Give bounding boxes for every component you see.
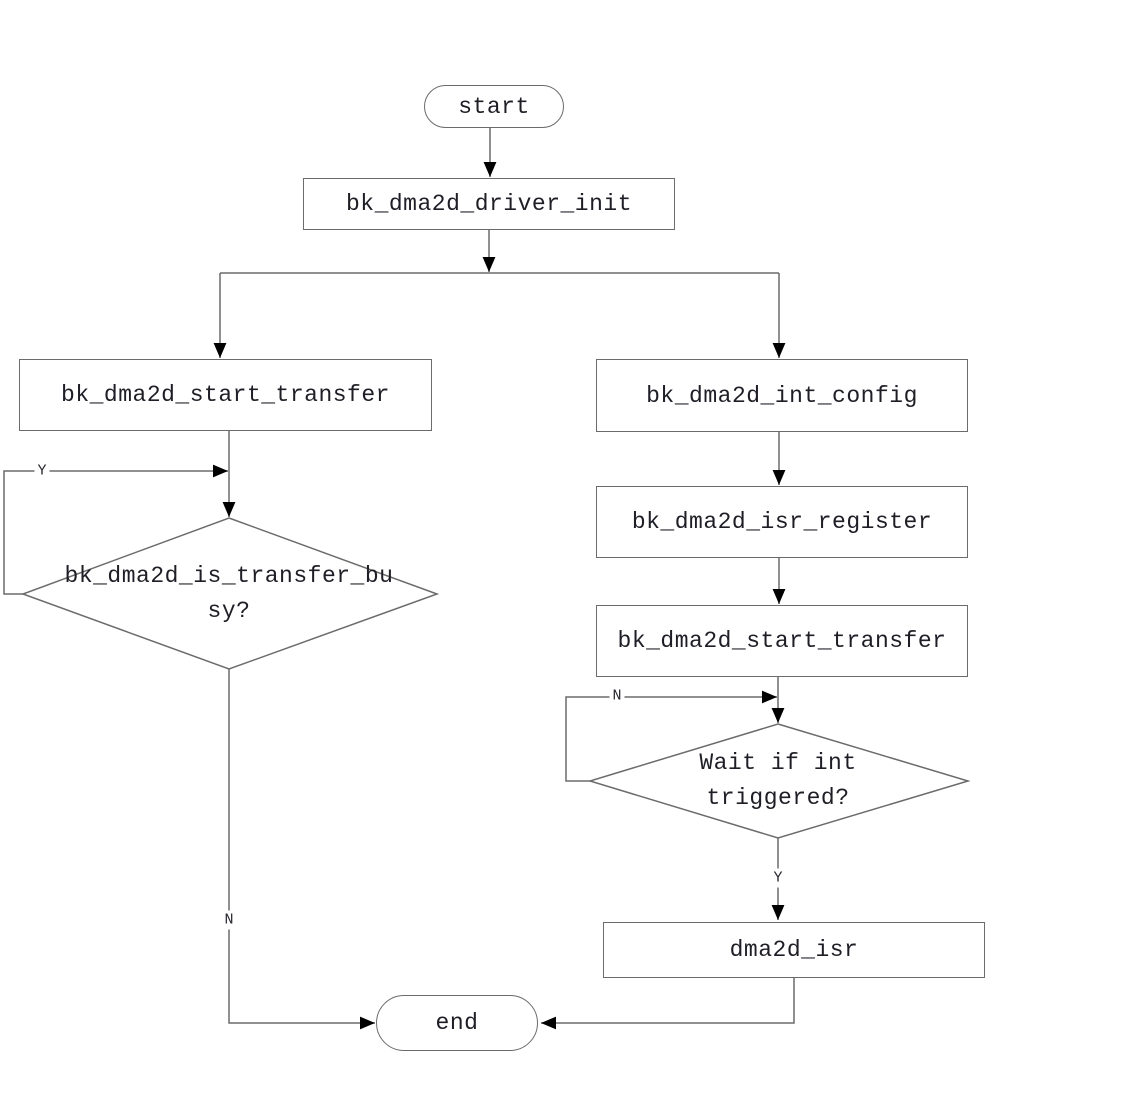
- process-driver-init: bk_dma2d_driver_init: [303, 178, 675, 230]
- process-driver-init-label: bk_dma2d_driver_init: [345, 191, 633, 217]
- edge-label-busy-yes: Y: [34, 461, 50, 481]
- edge-busy-no-to-end: [228, 669, 375, 1030]
- edge-label-busy-no: N: [221, 910, 237, 930]
- edge-busy-yes-loop: [3, 464, 228, 595]
- decision-wait-int-text: Wait if int triggered?: [588, 746, 968, 816]
- decision-wait-int-line2: triggered?: [706, 785, 850, 811]
- edge-label-wait-yes: Y: [770, 868, 786, 888]
- decision-is-transfer-busy-line2: sy?: [207, 598, 251, 624]
- edge-wait-no-loop: [565, 690, 777, 782]
- process-start-transfer-right-label: bk_dma2d_start_transfer: [617, 628, 947, 654]
- process-start-transfer-left: bk_dma2d_start_transfer: [19, 359, 432, 431]
- process-isr-register-label: bk_dma2d_isr_register: [631, 509, 933, 535]
- decision-wait-int-shape: [587, 723, 971, 839]
- process-dma2d-isr-label: dma2d_isr: [729, 937, 859, 963]
- end-label: end: [435, 1010, 479, 1036]
- process-start-transfer-right: bk_dma2d_start_transfer: [596, 605, 968, 677]
- decision-is-transfer-busy-line1: bk_dma2d_is_transfer_bu: [64, 563, 394, 589]
- process-isr-register: bk_dma2d_isr_register: [596, 486, 968, 558]
- edge-label-wait-no: N: [609, 686, 625, 706]
- decision-wait-int-line1: Wait if int: [699, 750, 857, 776]
- process-dma2d-isr: dma2d_isr: [603, 922, 985, 978]
- decision-is-transfer-busy-text: bk_dma2d_is_transfer_bu sy?: [39, 559, 419, 629]
- end-terminator: end: [376, 995, 538, 1051]
- process-int-config-label: bk_dma2d_int_config: [646, 382, 918, 409]
- start-terminator: start: [424, 85, 564, 128]
- start-label: start: [458, 93, 530, 120]
- decision-is-transfer-busy-shape: [20, 517, 440, 670]
- process-int-config: bk_dma2d_int_config: [596, 359, 968, 432]
- edge-isr-to-end: [541, 978, 795, 1030]
- process-start-transfer-left-label: bk_dma2d_start_transfer: [61, 382, 390, 408]
